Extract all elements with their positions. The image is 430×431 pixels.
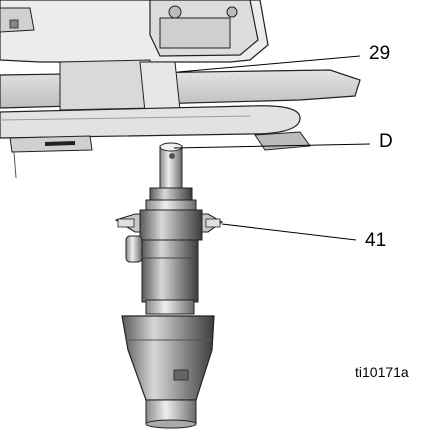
callout-label-d: D: [379, 131, 393, 152]
callout-label-29: 29: [369, 43, 391, 64]
frame-assembly: [0, 0, 361, 179]
leader-line-41: [221, 223, 357, 241]
leader-line-d: [173, 143, 371, 149]
leader-line-29: [177, 55, 361, 73]
pump-lower-assembly: [114, 142, 224, 429]
callout-label-41: 41: [365, 230, 387, 251]
figure-id: ti10171a: [355, 364, 409, 380]
